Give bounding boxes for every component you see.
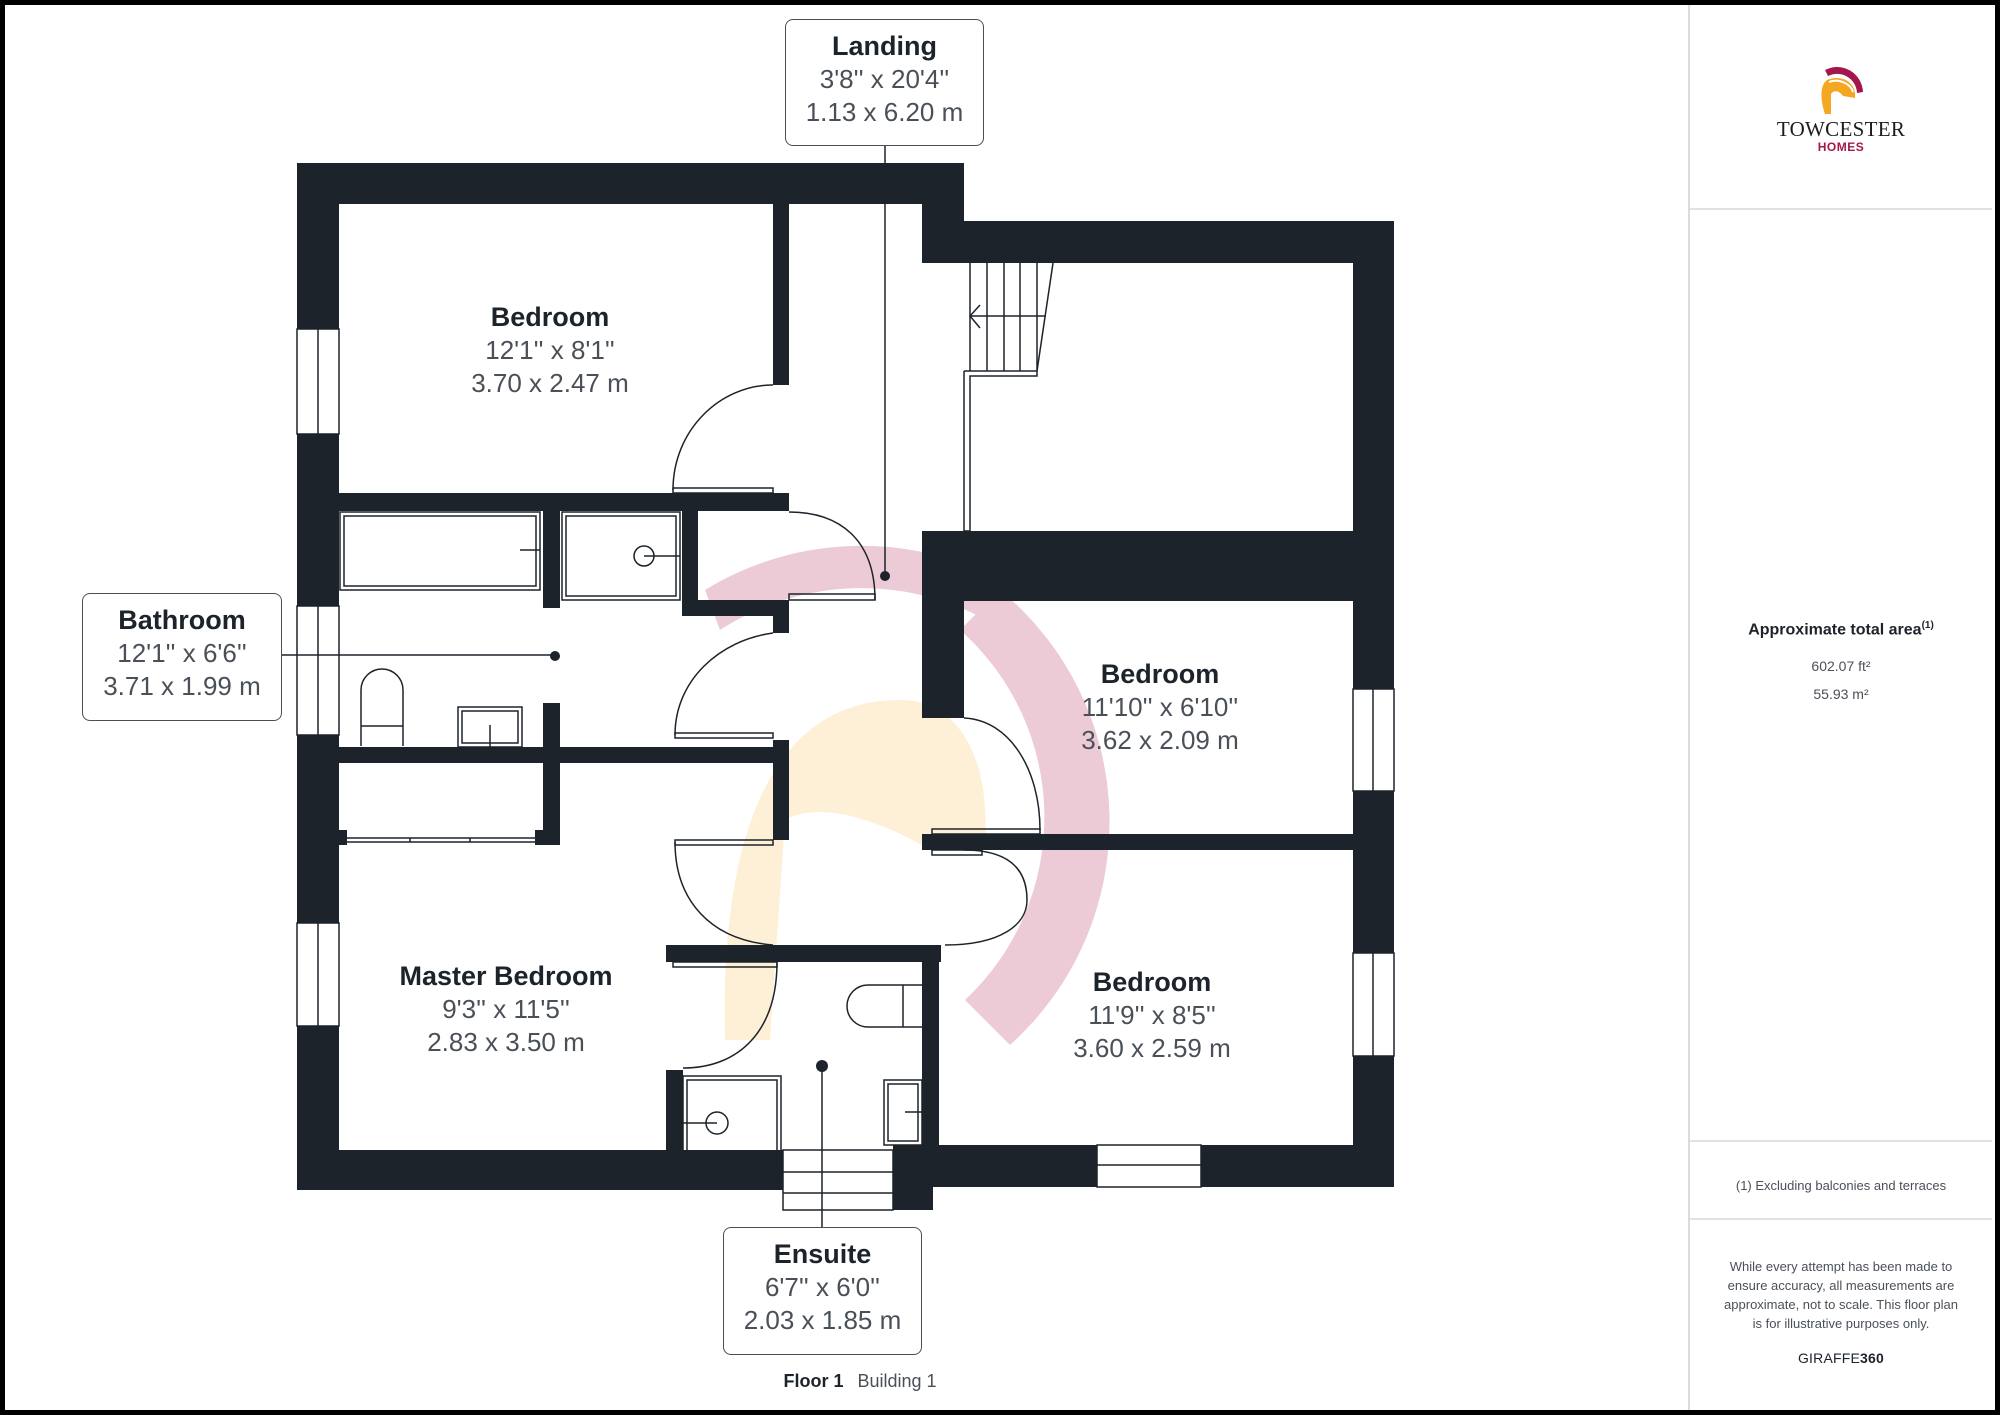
room-name: Bedroom	[490, 302, 610, 332]
room-dim-metric: 1.13 x 6.20 m	[805, 97, 964, 127]
brand-sub: HOMES	[1817, 140, 1865, 154]
room-label-bathroom: Bathroom 12'1'' x 6'6'' 3.71 x 1.99 m	[82, 593, 282, 721]
room-markers	[550, 571, 890, 1072]
room-dim-imperial: 11'10'' x 6'10''	[1081, 692, 1239, 722]
room-label-master-bedroom: Master Bedroom 9'3'' x 11'5'' 2.83 x 3.5…	[360, 959, 652, 1059]
building-label: Building 1	[857, 1371, 937, 1391]
brand-name: TOWCESTER	[1776, 117, 1906, 141]
room-dim-imperial: 6'7'' x 6'0''	[764, 1272, 881, 1302]
room-name: Landing	[832, 31, 937, 61]
room-label-landing: Landing 3'8'' x 20'4'' 1.13 x 6.20 m	[785, 19, 984, 146]
fixtures	[282, 145, 1395, 1228]
room-dim-metric: 2.03 x 1.85 m	[743, 1305, 902, 1335]
helmet-logo-icon	[1821, 67, 1863, 114]
room-dim-metric: 3.60 x 2.59 m	[1073, 1033, 1231, 1063]
credit-prefix: GIRAFFE	[1797, 1350, 1861, 1366]
room-label-bedroom-2: Bedroom 11'10'' x 6'10'' 3.62 x 2.09 m	[1030, 657, 1290, 757]
room-name: Ensuite	[773, 1239, 872, 1269]
room-dim-imperial: 9'3'' x 11'5''	[442, 994, 570, 1024]
room-dim-metric: 3.70 x 2.47 m	[471, 368, 629, 398]
credit: GIRAFFE360	[1690, 1350, 1992, 1366]
room-dim-imperial: 12'1'' x 8'1''	[485, 335, 615, 365]
info-panel: TOWCESTER HOMES Approximate total area(1…	[1688, 5, 1992, 1410]
room-label-bedroom-1: Bedroom 12'1'' x 8'1'' 3.70 x 2.47 m	[420, 300, 680, 400]
room-label-bedroom-3: Bedroom 11'9'' x 8'5'' 3.60 x 2.59 m	[1022, 965, 1282, 1065]
disclaimer: While every attempt has been made to ens…	[1724, 1259, 1958, 1331]
divider	[1690, 208, 1992, 210]
walls	[297, 163, 1394, 1210]
area-title: Approximate total area(1)	[1690, 620, 1992, 639]
divider	[1690, 1140, 1992, 1142]
room-dim-metric: 3.71 x 1.99 m	[103, 671, 261, 701]
footnote: (1) Excluding balconies and terraces	[1735, 1178, 1947, 1193]
divider	[1690, 1218, 1992, 1220]
room-name: Bedroom	[1092, 967, 1212, 997]
room-dim-imperial: 3'8'' x 20'4''	[819, 64, 950, 94]
area-sqft: 602.07 ft²	[1811, 658, 1871, 674]
area-footnote-ref: (1)	[1921, 620, 1934, 631]
room-name: Bathroom	[118, 605, 246, 635]
room-dim-metric: 2.83 x 3.50 m	[427, 1027, 585, 1057]
room-dim-imperial: 12'1'' x 6'6''	[117, 638, 247, 668]
area-sqm: 55.93 m²	[1813, 686, 1869, 702]
credit-suffix: 360	[1860, 1350, 1885, 1366]
room-dim-imperial: 11'9'' x 8'5''	[1088, 1000, 1216, 1030]
room-name: Master Bedroom	[399, 961, 613, 991]
area-title-text: Approximate total area	[1748, 621, 1922, 639]
room-label-ensuite: Ensuite 6'7'' x 6'0'' 2.03 x 1.85 m	[723, 1227, 922, 1355]
floor-caption: Floor 1 Building 1	[740, 1371, 980, 1392]
floor-label: Floor 1	[783, 1371, 844, 1391]
room-name: Bedroom	[1100, 659, 1220, 689]
room-dim-metric: 3.62 x 2.09 m	[1081, 725, 1239, 755]
